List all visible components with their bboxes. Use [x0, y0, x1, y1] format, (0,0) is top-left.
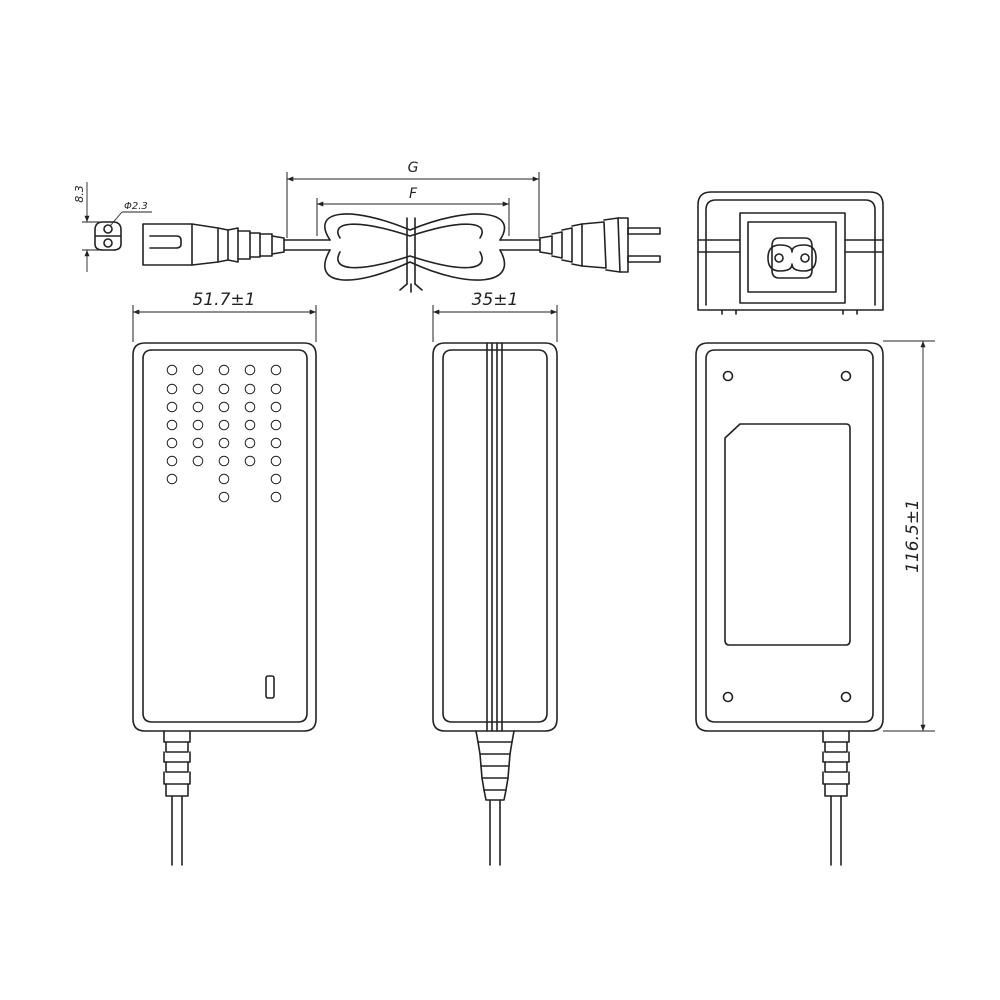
vent-hole [192, 383, 204, 395]
width-dimension-label: 51.7±1 [193, 290, 256, 310]
vent-hole [218, 401, 230, 413]
vent-hole [166, 455, 178, 467]
vent-hole [244, 419, 256, 431]
screw-hole-bottom-left [722, 691, 734, 703]
screw-hole-bottom-right [840, 691, 852, 703]
screw-hole-top-right [840, 370, 852, 382]
vent-hole [244, 455, 256, 467]
vent-hole [244, 437, 256, 449]
vent-hole [270, 401, 282, 413]
label-area [724, 423, 851, 646]
screw-hole-top-left [722, 370, 734, 382]
vent-hole [244, 383, 256, 395]
vent-hole [244, 401, 256, 413]
vent-hole [192, 437, 204, 449]
vent-hole [192, 455, 204, 467]
vent-hole [192, 364, 204, 376]
vent-hole [166, 437, 178, 449]
vent-hole [270, 473, 282, 485]
length-dimension-label: 116.5±1 [903, 499, 923, 573]
power-cord-coil [283, 213, 541, 293]
vent-hole [218, 491, 230, 503]
dimension-f-label: F [409, 186, 418, 202]
back-strain-relief [822, 730, 850, 866]
vent-hole [166, 364, 178, 376]
dimension-g-label: G [408, 160, 419, 176]
vent-hole [270, 383, 282, 395]
c7-connector-end-face: 8.3 Φ2.3 [73, 182, 152, 272]
pin-diameter-label: Φ2.3 [124, 201, 148, 212]
vent-hole [270, 455, 282, 467]
vent-hole [270, 364, 282, 376]
height-dimension-label: 35±1 [472, 290, 519, 310]
vent-hole [218, 419, 230, 431]
vent-hole [218, 437, 230, 449]
vent-hole [218, 364, 230, 376]
front-strain-relief [163, 730, 191, 866]
vent-hole [166, 401, 178, 413]
adapter-front-view: 51.7±1 [132, 290, 317, 866]
vent-hole [166, 473, 178, 485]
vent-hole [192, 401, 204, 413]
adapter-end-view [697, 191, 884, 315]
side-strain-relief [475, 730, 515, 866]
vent-hole [166, 419, 178, 431]
us-wall-plug [539, 217, 661, 273]
adapter-side-view: 35±1 [432, 290, 558, 866]
vent-hole [270, 491, 282, 503]
cord-dimensions: G F [286, 160, 540, 238]
vent-hole [218, 473, 230, 485]
ventilation-holes [166, 364, 282, 503]
vent-hole [192, 419, 204, 431]
vent-hole [166, 383, 178, 395]
vent-hole [218, 383, 230, 395]
vent-hole [244, 364, 256, 376]
status-led [265, 675, 275, 699]
cord-assembly-view: 8.3 Φ2.3 [73, 160, 661, 293]
vent-hole [270, 419, 282, 431]
c7-plug-body [142, 223, 285, 266]
vent-hole [218, 455, 230, 467]
pin-spacing-label: 8.3 [73, 185, 86, 203]
vent-hole [270, 437, 282, 449]
adapter-back-view: 116.5±1 [695, 340, 935, 866]
